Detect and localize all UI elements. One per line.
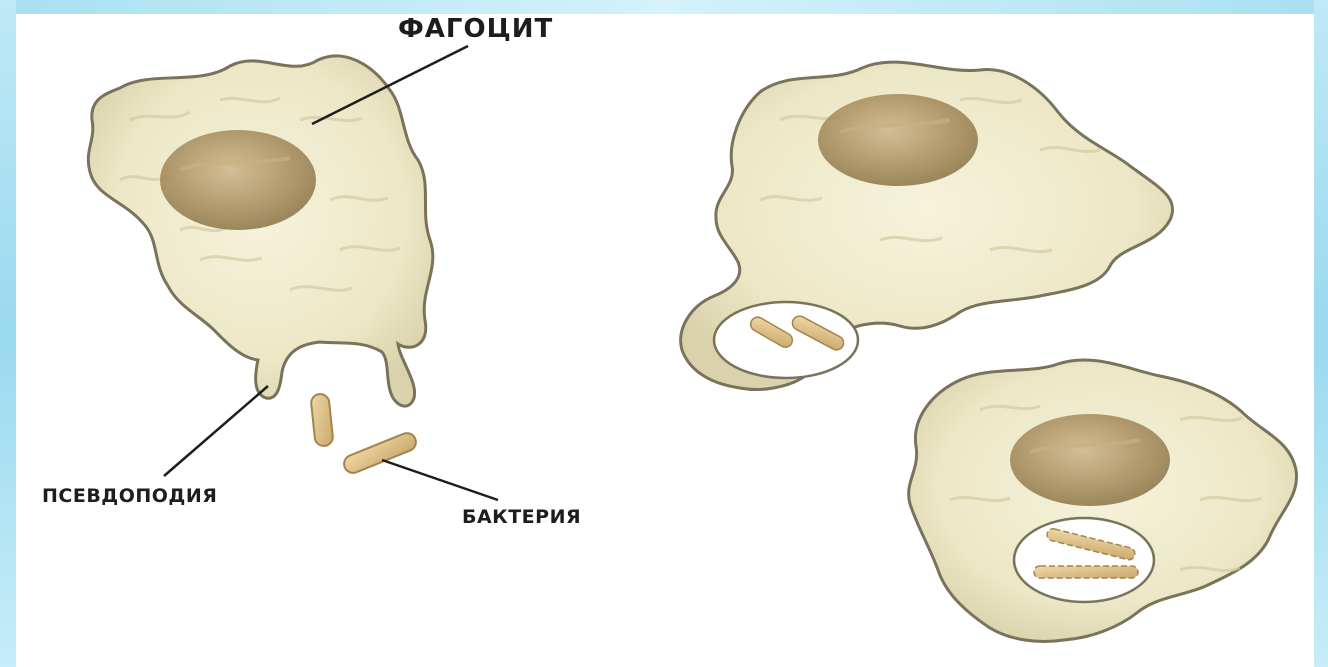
pseudopod-label: ПСЕВДОПОДИЯ	[42, 485, 217, 507]
phagocyte-digesting-icon	[909, 360, 1297, 642]
bacterium-label: БАКТЕРИЯ	[462, 506, 581, 528]
phagocyte-engulfing-icon	[681, 62, 1173, 389]
phagocyte-label: ФАГОЦИТ	[398, 14, 553, 44]
phagocyte-approaching-icon	[88, 56, 433, 406]
